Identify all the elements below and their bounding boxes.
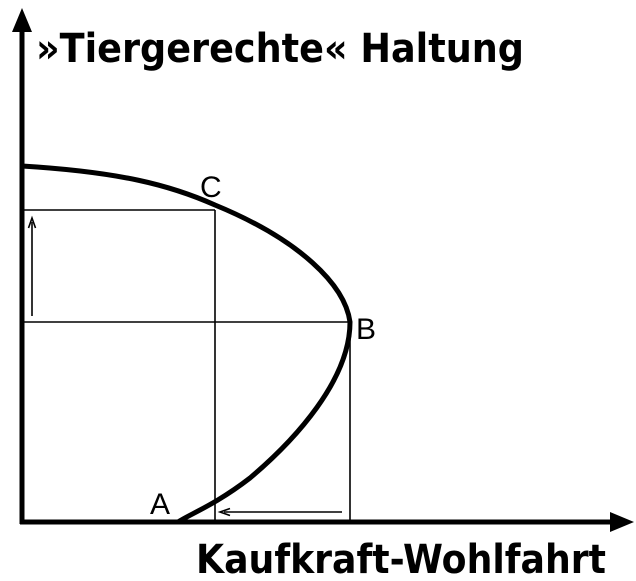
y-axis-arrowhead xyxy=(12,8,32,32)
up-arrow xyxy=(27,215,37,316)
y-axis-label: »Tiergerechte« Haltung xyxy=(36,26,524,72)
left-arrow xyxy=(217,507,342,517)
point-label-c: C xyxy=(200,171,222,204)
point-label-a: A xyxy=(150,488,170,521)
curve xyxy=(19,163,353,525)
x-axis-label: Kaufkraft-Wohlfahrt xyxy=(196,537,606,581)
point-label-b: B xyxy=(356,313,376,346)
x-axis-arrowhead xyxy=(610,512,634,532)
